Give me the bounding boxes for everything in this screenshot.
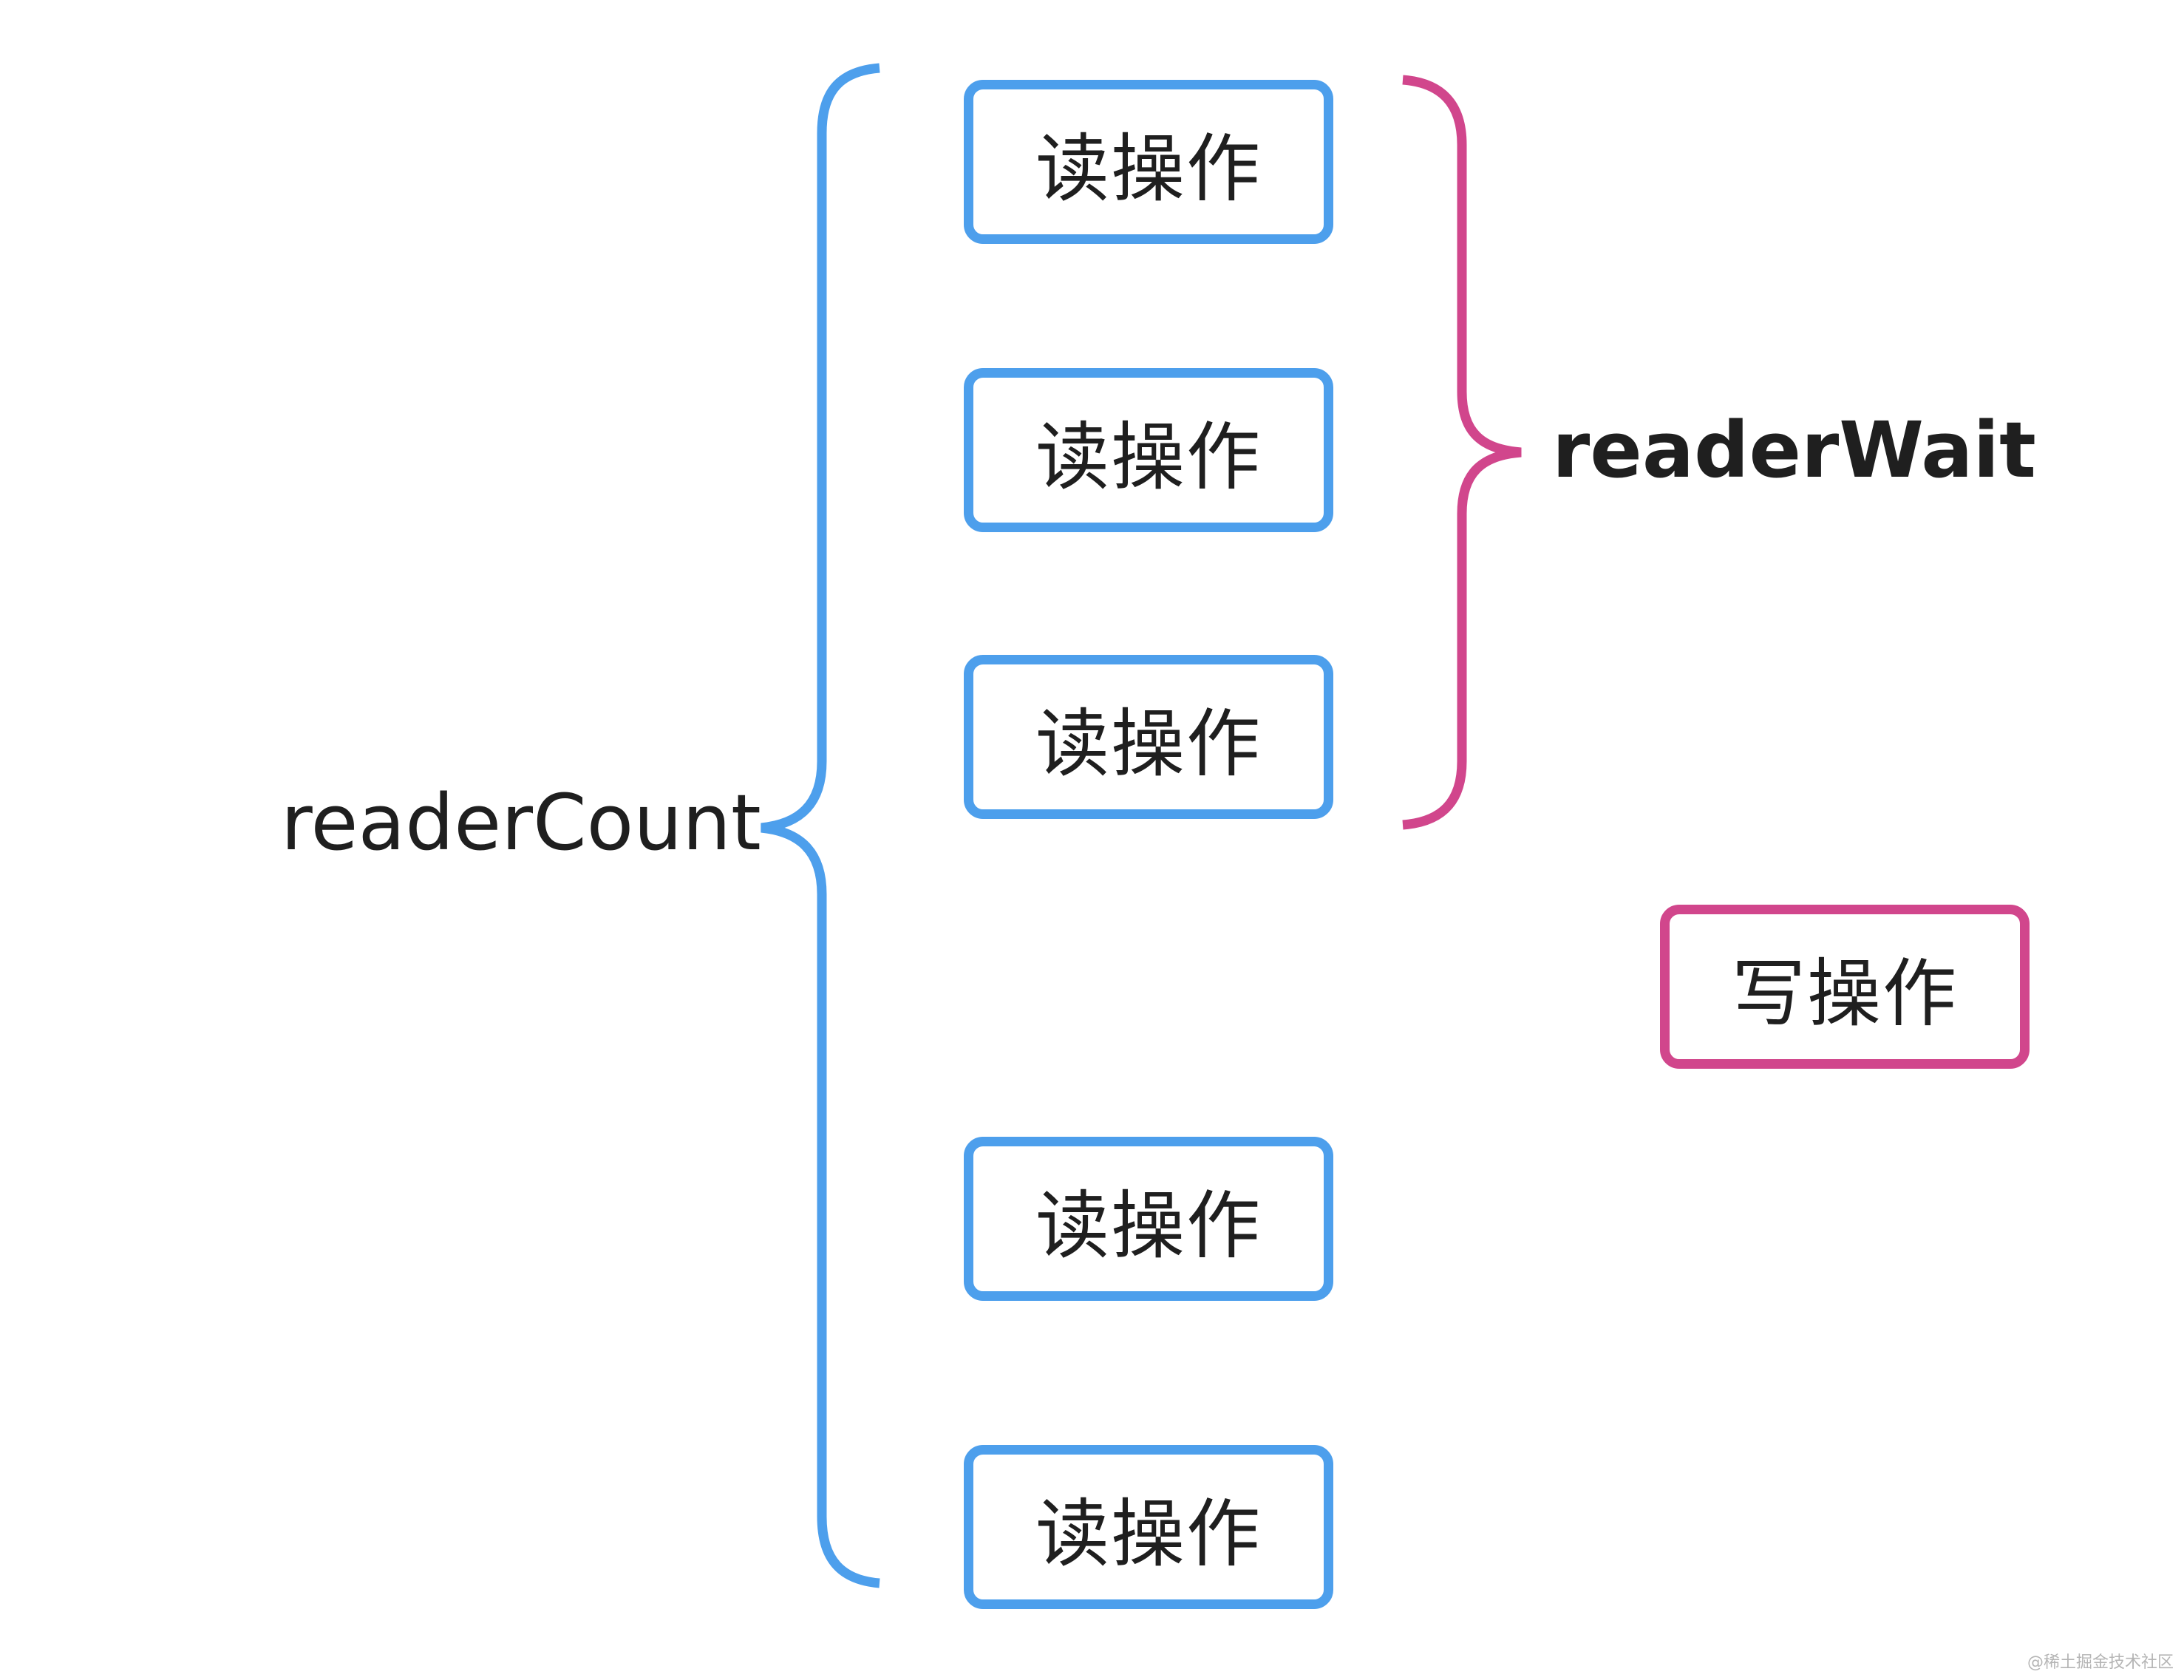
read-operation-label: 读操作 <box>1035 1490 1262 1577</box>
read-operation-label: 读操作 <box>1035 125 1262 212</box>
read-operation-label: 读操作 <box>1035 413 1262 500</box>
read-operation-box-3: 读操作 <box>964 655 1333 819</box>
reader-wait-brace <box>1402 75 1522 830</box>
watermark: @稀土掘金技术社区 <box>2027 1653 2174 1672</box>
read-operation-box-1: 读操作 <box>964 80 1333 244</box>
reader-count-brace <box>761 63 880 1588</box>
reader-wait-label: readerWait <box>1552 405 2036 495</box>
reader-count-label: readerCount <box>281 778 761 868</box>
write-operation-label: 写操作 <box>1732 950 1958 1037</box>
read-operation-box-4: 读操作 <box>964 1137 1333 1301</box>
read-operation-box-5: 读操作 <box>964 1445 1333 1609</box>
read-operation-box-2: 读操作 <box>964 368 1333 532</box>
write-operation-box: 写操作 <box>1660 905 2030 1069</box>
read-operation-label: 读操作 <box>1035 1182 1262 1269</box>
read-operation-label: 读操作 <box>1035 700 1262 787</box>
